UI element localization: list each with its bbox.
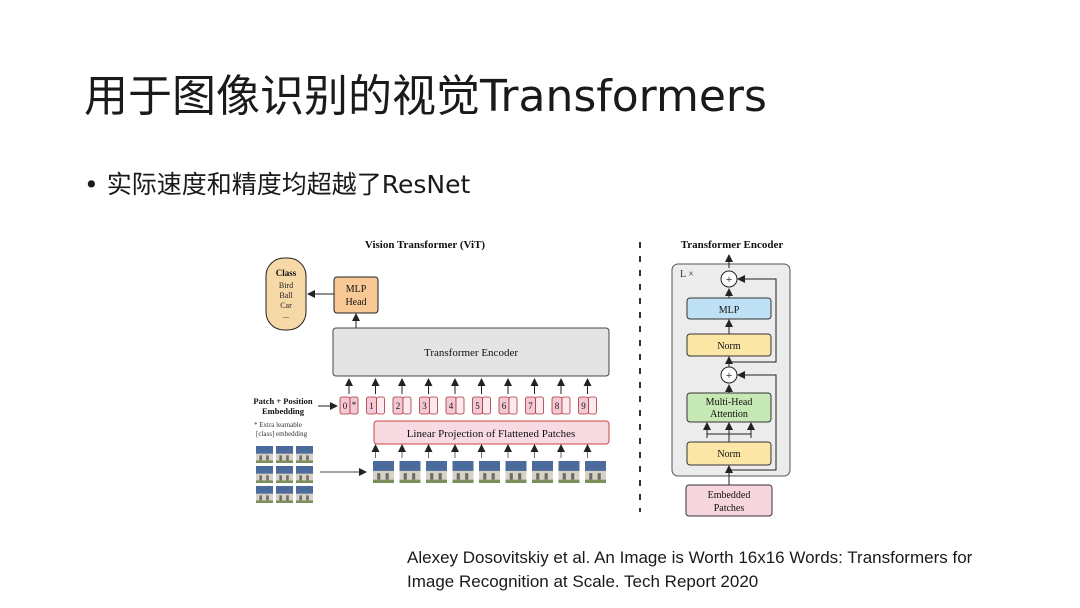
flattened-patch: [399, 461, 421, 483]
class-token-star-icon: *: [352, 400, 357, 410]
image-patch: [276, 466, 293, 483]
embedded-patches-box: [685, 484, 773, 517]
patch-embedding: [482, 396, 491, 415]
transformer-encoder-label: Transformer Encoder: [424, 347, 518, 359]
image-patch: [296, 486, 313, 503]
class-item: Ball: [279, 291, 293, 300]
linear-projection-box: [373, 420, 610, 445]
input-image-grid: [256, 446, 313, 503]
encoder-norm-top-label: Norm: [717, 341, 741, 352]
flattened-patch: [373, 461, 394, 483]
position-index: 9: [581, 401, 586, 411]
mlp-head-line1: MLP: [346, 284, 367, 295]
plus-bottom-icon: +: [726, 368, 733, 382]
flattened-patch: [532, 461, 553, 483]
class-item: ...: [283, 311, 289, 320]
position-index: 4: [449, 401, 454, 411]
flattened-patch: [585, 461, 606, 483]
token-0: 0*: [339, 378, 359, 415]
embedded-patches-line1: Embedded: [708, 490, 751, 501]
token-6: 6: [498, 378, 518, 458]
patch-embedding: [349, 396, 359, 415]
patch-embedding: [535, 396, 544, 415]
position-index: 1: [369, 401, 374, 411]
plus-top-icon: +: [726, 272, 733, 286]
slide-title: 用于图像识别的视觉Transformers: [84, 71, 767, 122]
token-1: 1: [366, 378, 385, 458]
image-patch: [256, 486, 273, 503]
token-4: 4: [445, 378, 465, 458]
position-index: 5: [475, 401, 480, 411]
extra-note-line1: * Extra learnable: [254, 421, 302, 429]
patch-embedding: [455, 396, 465, 415]
linear-projection-label: Linear Projection of Flattened Patches: [407, 428, 576, 440]
position-index: 0: [343, 401, 348, 411]
repeat-label: L ×: [680, 269, 694, 280]
class-title: Class: [276, 268, 297, 278]
extra-note-line2: [class] embedding: [256, 430, 308, 438]
attention-line2: Attention: [710, 409, 748, 420]
patch-embedding: [588, 396, 597, 415]
image-patch: [256, 446, 273, 463]
embedding-label-line1: Patch + Position: [253, 396, 312, 406]
image-patch: [256, 466, 273, 483]
flattened-patch: [479, 461, 500, 483]
transformer-encoder-box: [332, 327, 610, 377]
class-item: Bird: [279, 281, 293, 290]
class-item: Car: [280, 301, 292, 310]
image-patch: [276, 446, 293, 463]
bullet-point: •实际速度和精度均超越了ResNet: [84, 165, 470, 201]
patch-embedding: [561, 396, 571, 415]
image-patch: [276, 486, 293, 503]
encoder-block-title: Transformer Encoder: [681, 239, 784, 251]
position-index: 7: [528, 401, 533, 411]
patch-embedding: [429, 396, 438, 415]
flattened-patch: [426, 461, 447, 483]
patch-embedding: [508, 396, 518, 415]
embedded-patches-line2: Patches: [714, 503, 745, 514]
position-index: 2: [396, 401, 401, 411]
patch-embedding: [402, 396, 412, 415]
citation-line2: Image Recognition at Scale. Tech Report …: [407, 572, 759, 591]
encoder-mlp-label: MLP: [719, 305, 740, 316]
token-7: 7: [525, 378, 544, 458]
bullet-text: 实际速度和精度均超越了ResNet: [106, 170, 471, 199]
token-2: 2: [392, 378, 412, 458]
class-items: BirdBallCar...: [279, 281, 294, 320]
patch-sequence: [373, 461, 606, 483]
flattened-patch: [452, 461, 474, 483]
mlp-head-line2: Head: [345, 297, 366, 308]
image-patch: [296, 466, 313, 483]
flattened-patch: [505, 461, 527, 483]
position-index: 6: [502, 401, 507, 411]
token-3: 3: [419, 378, 438, 458]
patch-embedding: [376, 396, 385, 415]
citation-line1: Alexey Dosovitskiy et al. An Image is Wo…: [407, 548, 973, 567]
embedding-label-line2: Embedding: [262, 406, 305, 416]
position-index: 3: [422, 401, 427, 411]
token-5: 5: [472, 378, 491, 458]
position-index: 8: [555, 401, 560, 411]
attention-line1: Multi-Head: [706, 397, 753, 408]
vit-title: Vision Transformer (ViT): [365, 239, 486, 251]
flattened-patch: [558, 461, 580, 483]
citation: Alexey Dosovitskiy et al. An Image is Wo…: [407, 546, 972, 594]
class-output-box: [265, 257, 307, 331]
token-8: 8: [551, 378, 571, 458]
encoder-norm-bottom-label: Norm: [717, 449, 741, 460]
residual-skip-top: [728, 275, 777, 364]
token-9: 9: [578, 378, 597, 458]
image-patch: [296, 446, 313, 463]
bullet-dot-icon: •: [84, 170, 99, 199]
